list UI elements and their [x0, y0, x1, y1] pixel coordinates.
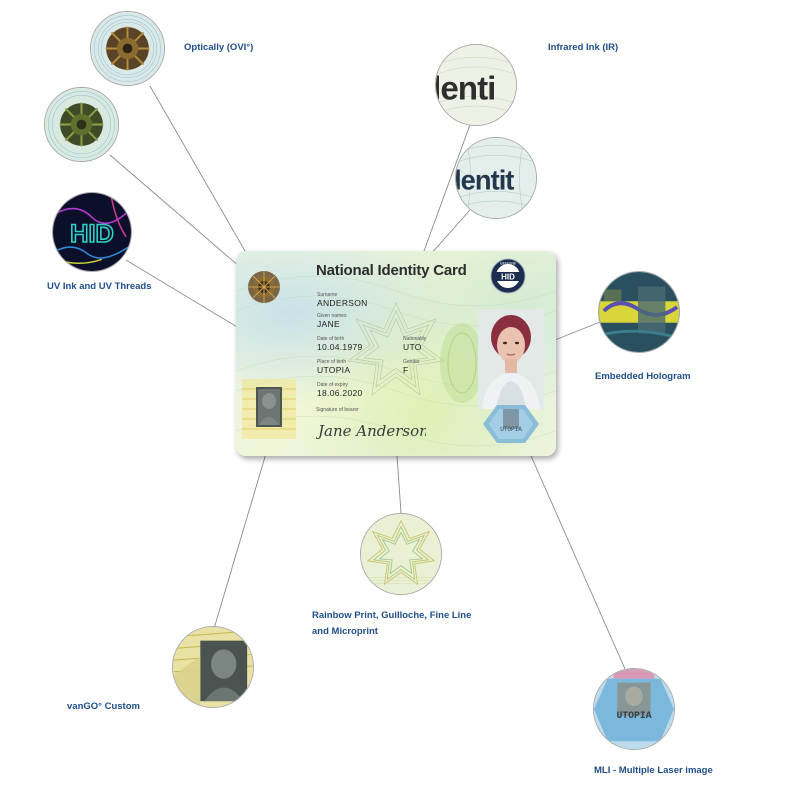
hid-logo-text: HID: [501, 273, 515, 282]
mli-card-text: UTOPIA: [500, 426, 522, 433]
label-rainbow-line2: and Microprint: [312, 626, 378, 637]
ovi-zoom-circle-2: [44, 87, 119, 162]
ir-zoom-circle-2: lentit: [455, 137, 537, 219]
mli-zoom-text: UTOPIA: [616, 710, 651, 721]
label-ir: Infrared Ink (IR): [548, 42, 619, 53]
gender-value: F: [403, 365, 409, 375]
uv-zoom-circle: HID: [52, 192, 132, 272]
label-mli: MLI - Multiple Laser image: [594, 765, 713, 776]
leader-mli: [523, 439, 626, 670]
given-names-label: Given names: [317, 313, 347, 319]
leader-ir-1: [419, 121, 472, 263]
id-card: National Identity Card HID GENUINE Surna…: [236, 251, 556, 456]
portrait-photo: [478, 309, 544, 409]
label-vango: vanGO° Custom: [67, 701, 140, 712]
ir-zoom-text-1: lenti: [436, 71, 495, 108]
card-ovi-rosette: [248, 271, 280, 303]
rainbow-print-zoom-circle: [360, 513, 442, 595]
surname-label: Surname: [317, 292, 338, 298]
nationality-value: UTO: [403, 342, 422, 352]
signature-label: Signature of bearer: [316, 407, 359, 413]
ir-zoom-text-2: lentit: [456, 165, 514, 196]
leader-vango: [212, 439, 271, 633]
expiry-value: 18.06.2020: [317, 388, 363, 398]
dob-value: 10.04.1979: [317, 342, 363, 352]
hologram-zoom-circle: [598, 271, 680, 353]
pob-value: UTOPIA: [317, 365, 351, 375]
ovi-zoom-circle-1: [90, 11, 165, 86]
uv-zoom-text: HID: [70, 220, 114, 248]
hid-logo: HID GENUINE: [490, 258, 526, 294]
label-hologram: Embedded Hologram: [595, 371, 691, 382]
vango-zoom-circle: [172, 626, 254, 708]
hid-logo-ring-text: GENUINE: [500, 262, 517, 266]
gender-label: Gender: [403, 359, 420, 365]
expiry-label: Date of expiry: [317, 382, 348, 388]
dob-label: Date of birth: [317, 336, 345, 342]
pob-label: Place of birth: [317, 359, 347, 365]
card-guilloche-pattern: [236, 271, 556, 447]
ir-zoom-circle-1: lenti: [435, 44, 517, 126]
mli-zoom-circle: UTOPIA: [593, 668, 675, 750]
surname-value: ANDERSON: [317, 298, 368, 308]
vango-window: [242, 379, 296, 439]
nationality-label: Nationality: [403, 336, 427, 342]
mli-window: UTOPIA: [483, 405, 539, 443]
given-names-value: JANE: [317, 319, 340, 329]
signature-text: Jane Anderson: [316, 422, 426, 440]
signature: Jane Anderson: [316, 422, 426, 440]
label-uv: UV Ink and UV Threads: [47, 281, 152, 292]
label-rainbow-line1: Rainbow Print, Guilloche, Fine Line: [312, 610, 472, 621]
card-title: National Identity Card: [316, 262, 467, 279]
label-ovi: Optically (OVI°): [184, 42, 254, 53]
